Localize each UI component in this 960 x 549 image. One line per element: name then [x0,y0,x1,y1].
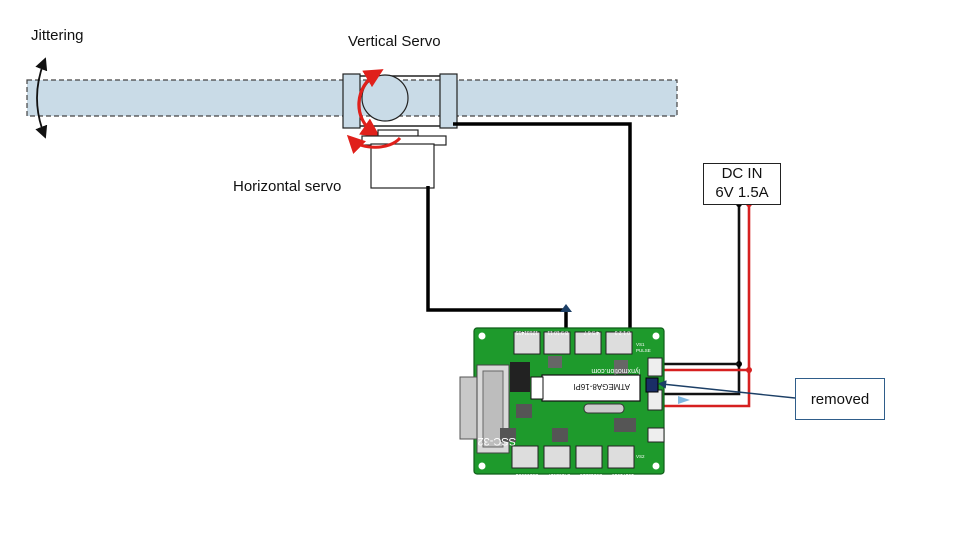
pin-group-top-1: 12131415 [516,329,538,335]
dc-in-box: DC IN 6V 1.5A [703,163,781,205]
vertical-rotation-arrow [357,69,384,138]
callout-pointer [678,396,690,404]
cable-junction-marker [560,304,572,312]
power-label-vs1: VS1 [636,342,645,347]
pin-group-top-4: 0 1 2 3 [614,329,630,335]
removed-callout-line [657,380,796,399]
black-power-wire [662,204,741,396]
servo-headers-bottom [511,445,635,469]
pin-group-bottom-2: 24252627 [548,472,570,478]
pin-group-bottom-1: 28293031 [516,472,538,478]
power-label-pulse: PULSE [636,348,651,353]
horizontal-servo [361,129,447,189]
dc-in-title: DC IN [721,165,763,182]
power-label-vs2: VS2 [636,454,645,459]
red-power-wire [662,204,751,408]
jittering-label: Jittering [31,27,84,44]
horizontal-servo-label: Horizontal servo [233,178,342,195]
pin-group-bottom-4: 16171819 [612,472,634,478]
horizontal-rotation-arrow [346,134,402,154]
pin-group-bottom-3: 20212223 [580,472,602,478]
ssc32-board [459,327,665,475]
jitter-arrow [35,57,48,139]
vertical-servo-cable [453,122,632,352]
vertical-servo-label: Vertical Servo [348,33,441,50]
pin-group-top-2: 8 9 10 11 [547,329,568,335]
removed-callout-box: removed [795,378,885,420]
vs-jumper [645,377,659,393]
servo-headers-top [513,331,633,355]
crystal [583,403,625,414]
horizontal-servo-cable [426,186,568,352]
removed-label: removed [810,390,870,408]
mcu-chip [541,374,641,402]
board-url: lynxmotion.com [591,367,640,374]
pin-group-top-3: 4 5 6 7 [583,329,599,335]
dc-in-spec: 6V 1.5A [715,184,769,201]
board-chip-label: ATMEGA8-16PI [573,382,630,391]
board-name: SSC-32 [477,435,516,447]
power-terminals [647,357,665,443]
